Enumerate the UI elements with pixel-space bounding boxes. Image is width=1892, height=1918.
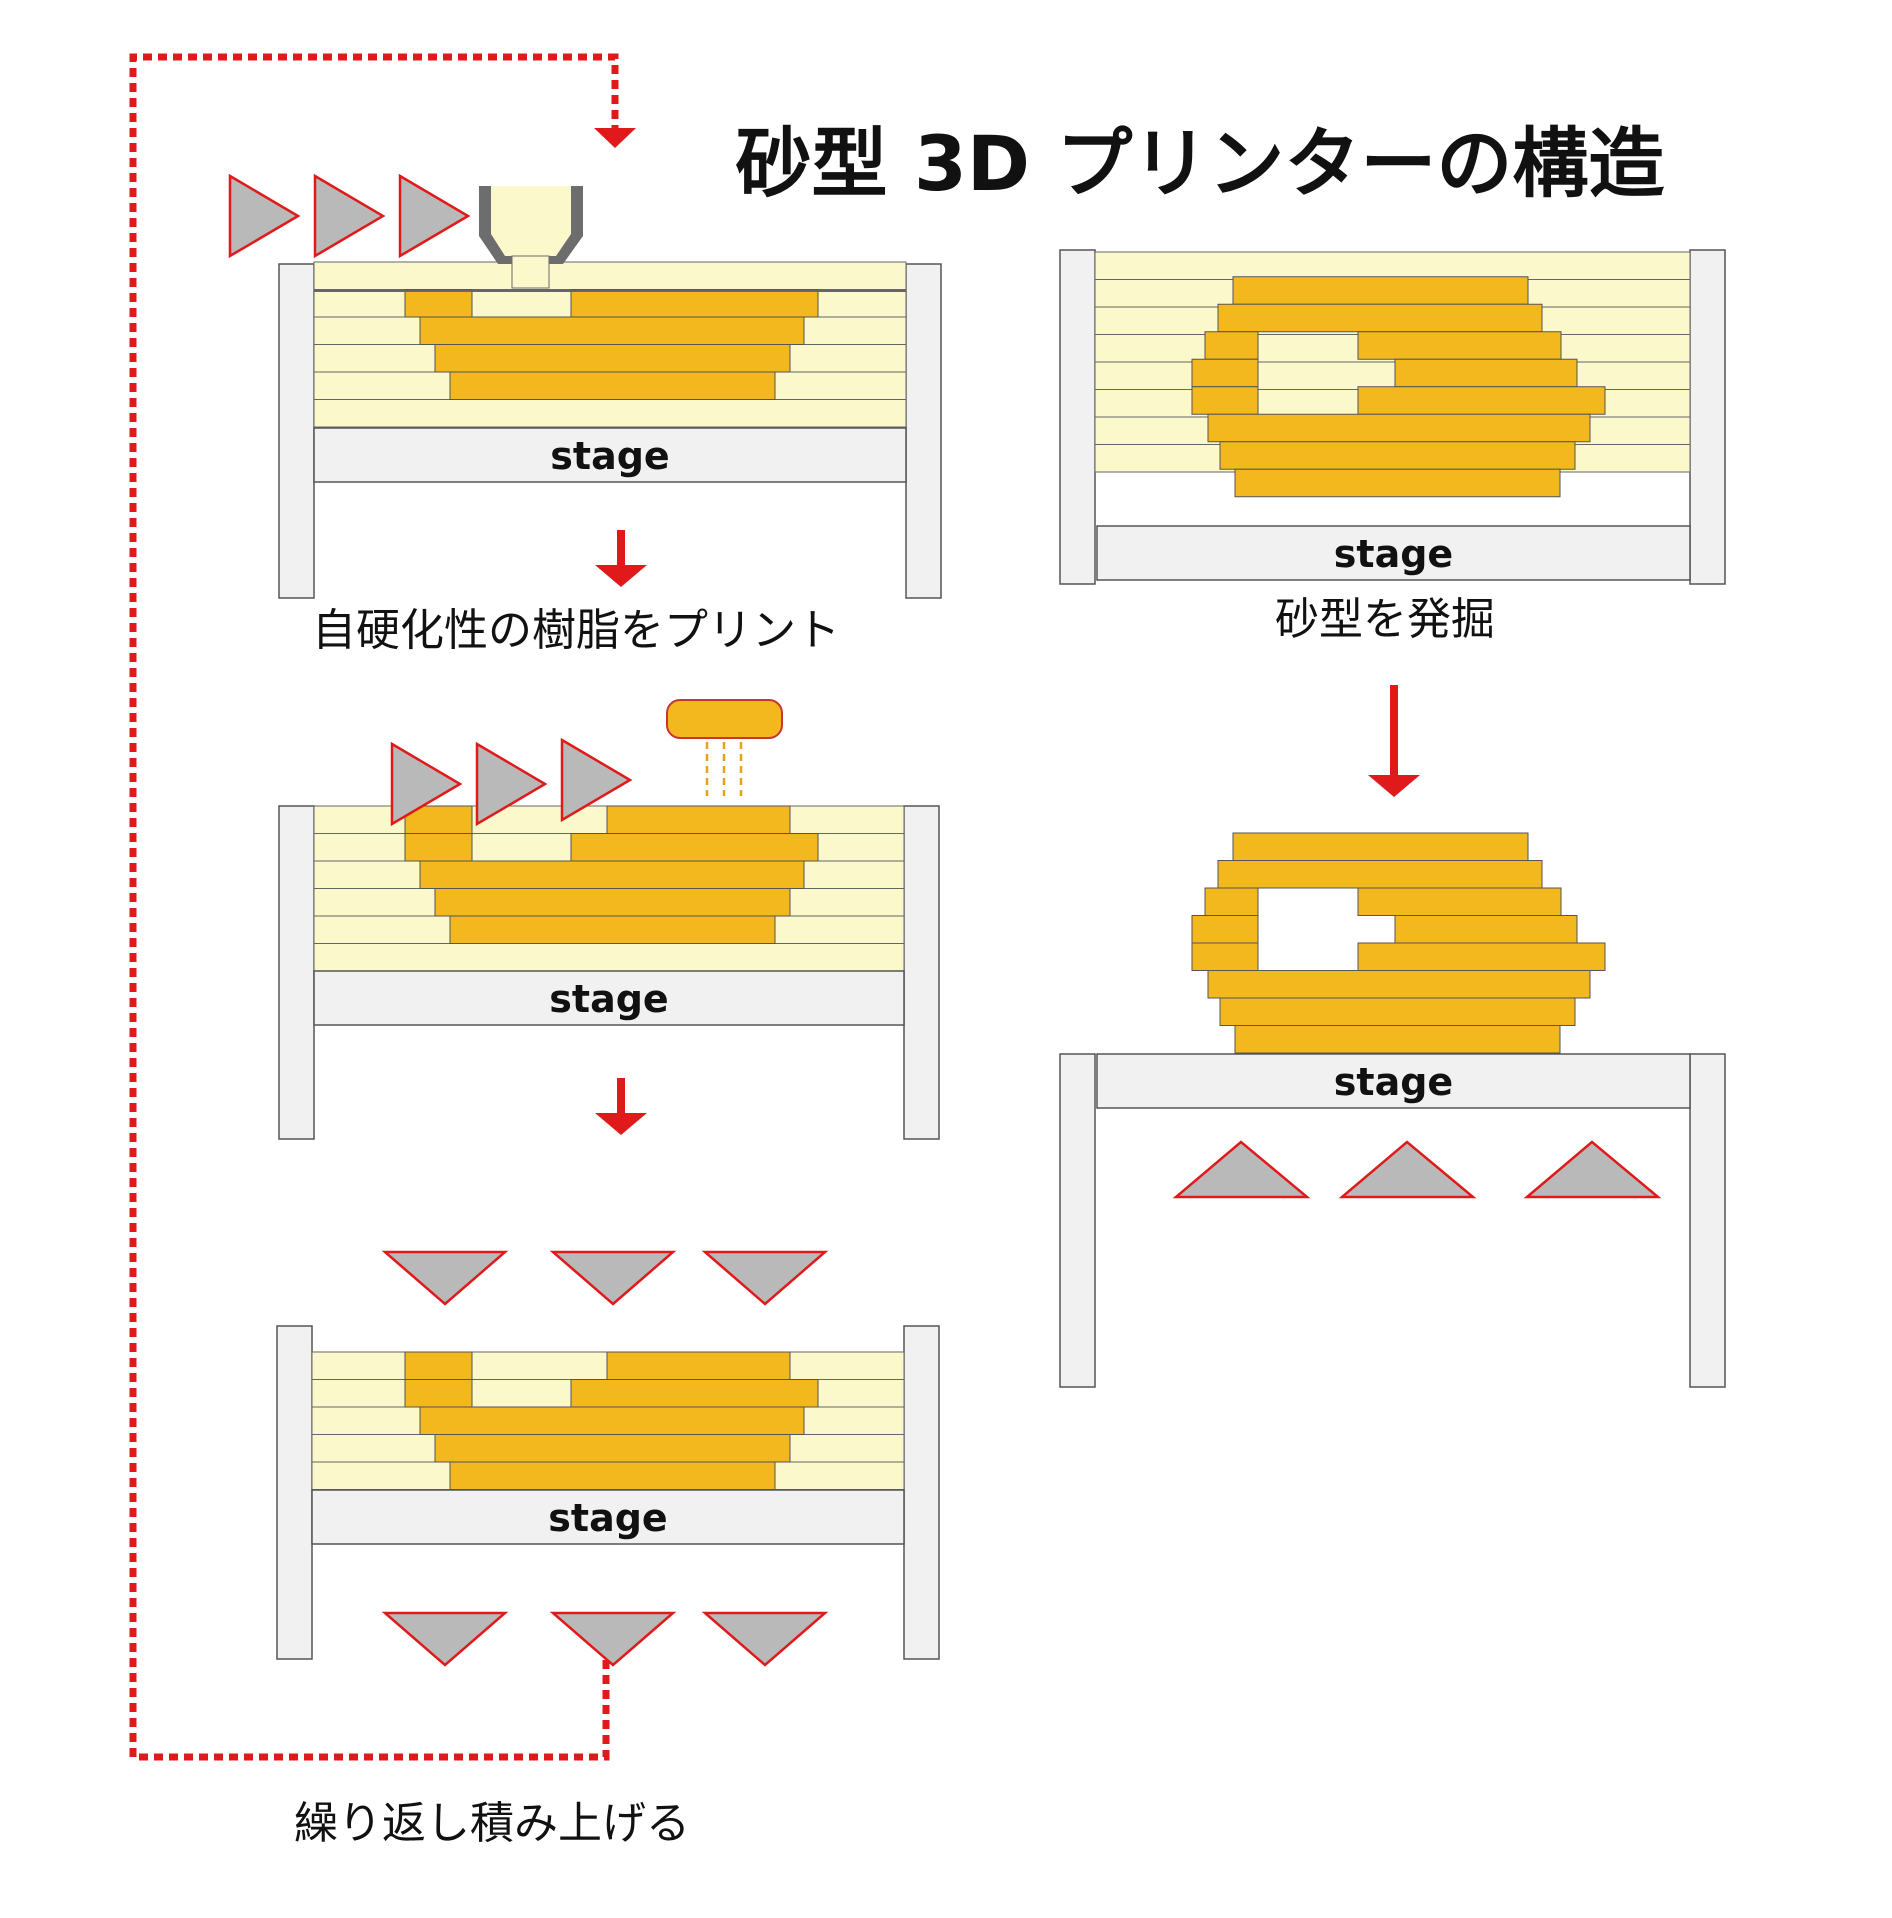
printed-resin-block <box>570 1379 819 1408</box>
printer-scene-3: stage <box>276 1325 940 1660</box>
mold-block <box>1217 860 1543 889</box>
excavated-mold-scene: stage <box>1059 832 1726 1388</box>
down-arrow-icon <box>595 565 647 587</box>
printed-resin-block <box>434 344 791 373</box>
printed-resin-block <box>570 289 819 318</box>
printed-resin-block <box>1234 468 1561 498</box>
vibration-triangle-icon <box>701 1250 829 1306</box>
down-arrow-icon <box>1368 775 1420 797</box>
stage-label: stage <box>1334 532 1453 576</box>
caption-excavate-mold: 砂型を発掘 <box>1275 594 1495 645</box>
stage-label: stage <box>1334 1060 1453 1104</box>
printer-scene-1: stage <box>278 261 942 599</box>
mold-block <box>1207 970 1591 999</box>
stage-label: stage <box>550 434 669 478</box>
recoater-direction-triangle-icon <box>398 173 471 259</box>
triangle-layer <box>228 173 1662 1667</box>
printer-scene-4: stage <box>1059 249 1726 585</box>
printed-resin-block <box>419 860 805 889</box>
stage-plate <box>313 427 907 483</box>
printed-resin-block <box>404 289 473 318</box>
printed-resin-block <box>404 833 473 862</box>
printer-scene-2: stage <box>278 805 940 1140</box>
printed-resin-block <box>404 1351 473 1380</box>
mold-block <box>1219 997 1576 1026</box>
resin-nozzle-icon <box>479 186 583 289</box>
printed-resin-block <box>1219 441 1576 470</box>
printed-resin-block <box>419 1406 805 1435</box>
printed-resin-block <box>1217 303 1543 333</box>
loop-dotted-arrow-icon <box>129 53 636 1761</box>
caption-repeat-stack: 繰り返し積み上げる <box>294 1798 690 1849</box>
stage-plate <box>1096 525 1691 581</box>
vibration-triangle-icon <box>381 1250 509 1306</box>
printed-resin-block <box>606 805 791 834</box>
stage-plate <box>313 970 905 1026</box>
printed-resin-block <box>449 915 776 944</box>
diagram-title: 砂型 3D プリンターの構造 <box>736 119 1665 208</box>
mold-block <box>1204 887 1259 916</box>
arrow-layer <box>595 530 1420 1135</box>
frame-post-right <box>1689 1053 1726 1388</box>
printed-resin-block <box>1207 413 1591 443</box>
printed-resin-block <box>1394 358 1578 388</box>
recoater-direction-triangle-icon <box>560 737 633 823</box>
mold-block <box>1357 942 1606 971</box>
mold-block <box>1232 832 1529 861</box>
printed-resin-block <box>606 1351 791 1380</box>
stage-label: stage <box>548 1496 667 1540</box>
printed-resin-block <box>449 371 776 400</box>
printed-resin-block <box>1232 276 1529 305</box>
frame-post-right <box>905 263 942 599</box>
stage-plate <box>311 1489 905 1545</box>
mold-block <box>1357 887 1562 916</box>
mold-block <box>1234 1025 1561 1054</box>
curing-head-icon <box>666 699 783 796</box>
mold-block <box>1394 915 1578 944</box>
printed-resin-block <box>1191 386 1259 415</box>
vibration-triangle-icon <box>549 1250 677 1306</box>
down-arrow-icon <box>595 1113 647 1135</box>
frame-post-left <box>1059 249 1096 585</box>
frame-post-right <box>903 1325 940 1660</box>
printed-resin-block <box>434 1434 791 1463</box>
printed-resin-block <box>419 316 805 345</box>
stage-plate <box>1096 1053 1691 1109</box>
frame-post-left <box>276 1325 313 1660</box>
vibration-triangle-icon <box>1338 1140 1477 1199</box>
printed-resin-block <box>1357 386 1606 415</box>
printed-resin-block <box>570 833 819 862</box>
sand-layer-line <box>314 290 906 292</box>
frame-post-left <box>278 263 315 599</box>
frame-post-left <box>278 805 315 1140</box>
printed-resin-block <box>404 1379 473 1408</box>
frame-post-left <box>1059 1053 1096 1388</box>
mold-block <box>1191 942 1259 971</box>
stage-label: stage <box>549 977 668 1021</box>
vibration-triangle-icon <box>1523 1140 1662 1199</box>
vibration-triangle-icon <box>381 1611 509 1667</box>
recoater-direction-triangle-icon <box>390 741 463 827</box>
vibration-triangle-icon <box>549 1611 677 1667</box>
printed-resin-block <box>1191 358 1259 388</box>
printed-resin-block <box>449 1461 776 1490</box>
printed-resin-block <box>1357 331 1562 360</box>
recoater-direction-triangle-icon <box>313 173 386 259</box>
vibration-triangle-icon <box>701 1611 829 1667</box>
recoater-direction-triangle-icon <box>475 741 548 827</box>
frame-post-right <box>903 805 940 1140</box>
recoater-direction-triangle-icon <box>228 173 301 259</box>
caption-print-resin: 自硬化性の樹脂をプリント <box>312 605 840 656</box>
mold-block <box>1191 915 1259 944</box>
frame-post-right <box>1689 249 1726 585</box>
vibration-triangle-icon <box>1172 1140 1311 1199</box>
printed-resin-block <box>434 888 791 917</box>
printed-resin-block <box>1204 331 1259 360</box>
